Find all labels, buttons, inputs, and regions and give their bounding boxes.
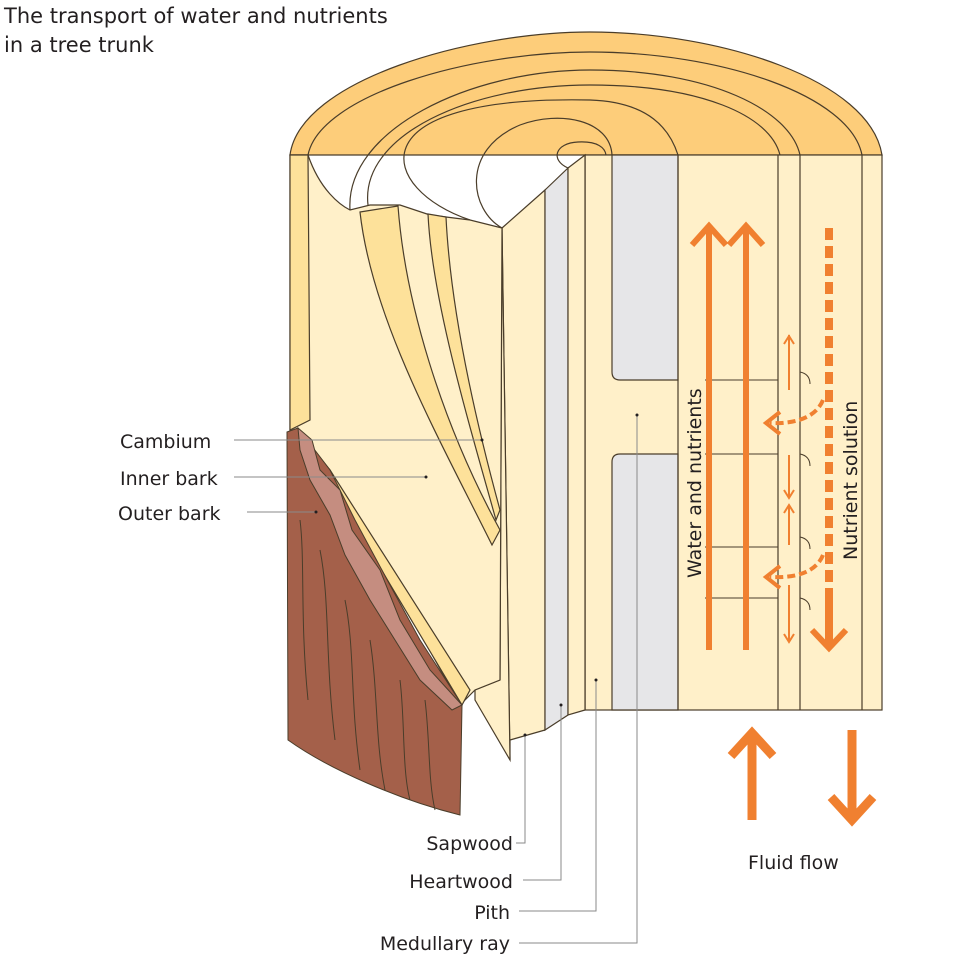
flow-arrows xyxy=(689,221,849,653)
trunk-top-rings xyxy=(289,31,883,229)
title-line-1: The transport of water and nutrients xyxy=(4,4,388,28)
outer-bark-label: Outer bark xyxy=(118,503,221,525)
ring-4 xyxy=(403,99,679,221)
cambium-label: Cambium xyxy=(120,431,211,453)
outer-side-band xyxy=(289,154,311,431)
heartwood-label: Heartwood xyxy=(409,871,513,893)
inner-bark-edge xyxy=(297,426,463,711)
top-outer-ring xyxy=(289,31,883,156)
bottom-leaders xyxy=(516,415,638,944)
heartwood-band-upper xyxy=(611,154,679,381)
pith-ring xyxy=(556,141,607,169)
lateral-arrow-lower xyxy=(769,554,825,580)
title-line-2: in a tree trunk xyxy=(4,33,154,57)
inner-face-heartwood xyxy=(544,166,569,732)
fluid-flow-label: Fluid flow xyxy=(748,852,839,874)
nutrient-arrow-head xyxy=(809,627,849,653)
medullary-ray-label: Medullary ray xyxy=(380,933,510,955)
bark xyxy=(286,426,463,816)
ring-3 xyxy=(367,84,781,206)
sapwood-label: Sapwood xyxy=(426,833,513,855)
inner-face-pith xyxy=(567,153,586,716)
heartwood-band-lower xyxy=(611,453,679,711)
fluid-down-arrow-head xyxy=(827,793,877,827)
fluid-up-arrow-head xyxy=(727,726,777,760)
water-arrow-1-head xyxy=(689,221,729,248)
diagram-title: The transport of water and nutrients in … xyxy=(4,2,388,60)
inner-bark-band xyxy=(359,205,501,547)
outer-bark-shape xyxy=(286,427,463,816)
fluid-flow-legend xyxy=(727,726,877,827)
ring-1 xyxy=(307,51,863,156)
ring-2 xyxy=(349,69,801,211)
water-arrow-2-head xyxy=(726,221,766,248)
lateral-arrow-upper xyxy=(769,399,825,426)
left-leaders xyxy=(234,439,482,513)
inner-bark-label: Inner bark xyxy=(120,468,218,490)
cambium-band xyxy=(427,213,501,522)
nutrient-solution-label: Nutrient solution xyxy=(840,401,862,560)
inner-face xyxy=(474,153,586,763)
water-and-nutrients-label: Water and nutrients xyxy=(684,388,706,578)
pith-label: Pith xyxy=(474,902,510,924)
ring-5 xyxy=(475,117,613,229)
